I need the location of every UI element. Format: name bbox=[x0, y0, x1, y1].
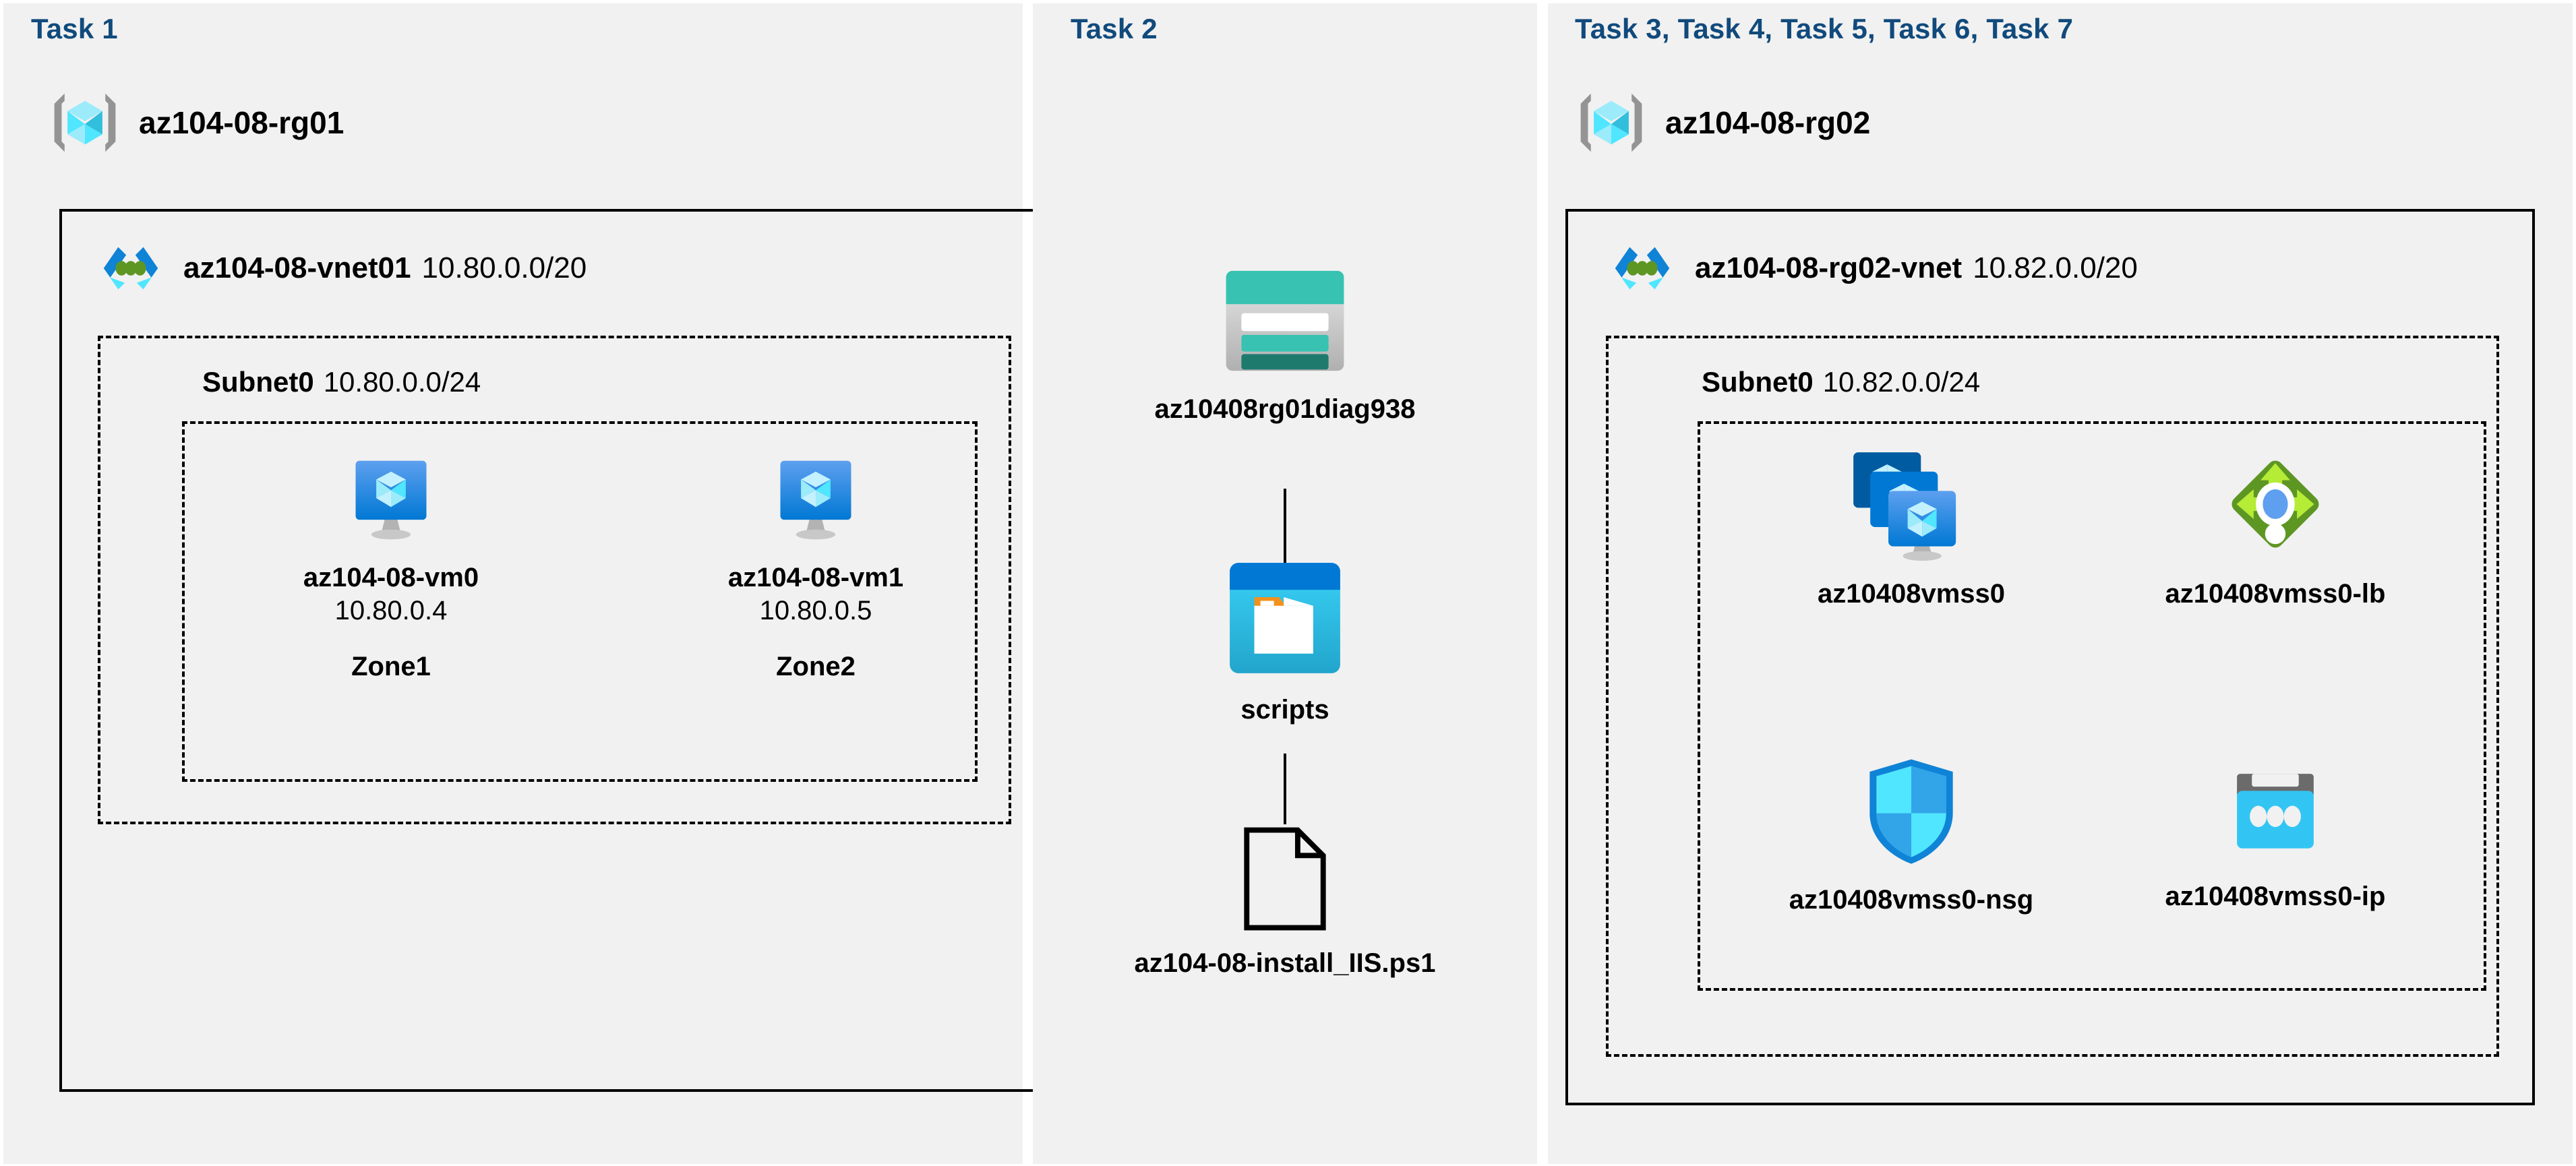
virtual-network-icon bbox=[94, 235, 167, 302]
task1-subnet-label: Subnet0 10.80.0.0/24 bbox=[202, 366, 481, 398]
task1-vm-group-box bbox=[182, 421, 978, 782]
load-balancer-icon bbox=[2218, 445, 2333, 563]
load-balancer-name: az10408vmss0-lb bbox=[2165, 579, 2386, 609]
subnet-cidr: 10.80.0.0/24 bbox=[323, 366, 481, 398]
virtual-machine-icon bbox=[341, 453, 441, 547]
storage-account-name: az10408rg01diag938 bbox=[1154, 394, 1416, 424]
blob-container-node: scripts bbox=[1150, 557, 1420, 726]
vnet-name: az104-08-rg02-vnet bbox=[1695, 251, 1963, 284]
file-name: az104-08-install_IIS.ps1 bbox=[1134, 948, 1436, 978]
task3-vnet-box bbox=[1565, 209, 2535, 1105]
subnet-name: Subnet0 bbox=[202, 366, 314, 398]
connector-storage-to-container bbox=[1284, 489, 1286, 563]
storage-account-icon bbox=[1221, 263, 1349, 379]
vm-scale-set-node: az10408vmss0 bbox=[1766, 445, 2056, 610]
resource-group-name: az104-08-rg01 bbox=[139, 105, 345, 140]
task3-vnet-header: az104-08-rg02-vnet 10.82.0.0/20 bbox=[1606, 235, 2138, 302]
subnet-name: Subnet0 bbox=[1702, 366, 1814, 398]
network-security-group-name: az10408vmss0-nsg bbox=[1789, 885, 2034, 915]
task1-label: Task 1 bbox=[31, 13, 118, 44]
network-security-group-icon bbox=[1861, 755, 1962, 869]
vm-zone: Zone1 bbox=[351, 652, 431, 682]
task3-panel bbox=[1548, 3, 2573, 1164]
subnet-cidr: 10.82.0.0/24 bbox=[1822, 366, 1981, 398]
task1-resource-group: az104-08-rg01 bbox=[49, 86, 344, 159]
network-security-group-node: az10408vmss0-nsg bbox=[1766, 755, 2056, 916]
vm-scale-set-name: az10408vmss0 bbox=[1817, 579, 2006, 609]
public-ip-address-name: az10408vmss0-ip bbox=[2165, 882, 2386, 911]
task3-label: Task 3, Task 4, Task 5, Task 6, Task 7 bbox=[1575, 13, 2074, 44]
blob-container-name: scripts bbox=[1240, 695, 1329, 725]
file-node: az104-08-install_IIS.ps1 bbox=[1135, 825, 1435, 979]
virtual-network-icon bbox=[1606, 235, 1679, 302]
vm-scale-set-icon bbox=[1849, 445, 1974, 563]
vm-zone: Zone2 bbox=[776, 652, 856, 682]
resource-group-icon bbox=[49, 86, 121, 159]
task1-panel bbox=[3, 3, 1023, 1164]
vm-name: az104-08-vm0 bbox=[303, 563, 479, 592]
vm-name: az104-08-vm1 bbox=[727, 563, 904, 592]
vm-node-0: az104-08-vm0 10.80.0.4 Zone1 bbox=[283, 453, 499, 682]
task1-vnet-header: az104-08-vnet01 10.80.0.0/20 bbox=[94, 235, 587, 302]
resource-group-name: az104-08-rg02 bbox=[1665, 105, 1871, 140]
task3-resource-group: az104-08-rg02 bbox=[1575, 86, 1870, 159]
task3-subnet-box bbox=[1606, 336, 2499, 1057]
vnet-cidr: 10.82.0.0/20 bbox=[1973, 251, 2138, 284]
task3-resources-box bbox=[1698, 421, 2486, 991]
storage-account-node: az10408rg01diag938 bbox=[1150, 263, 1420, 425]
resource-group-icon bbox=[1575, 86, 1648, 159]
vm-node-1: az104-08-vm1 10.80.0.5 Zone2 bbox=[708, 453, 924, 682]
vm-ip: 10.80.0.4 bbox=[334, 596, 448, 626]
public-ip-address-icon bbox=[2222, 758, 2329, 866]
load-balancer-node: az10408vmss0-lb bbox=[2130, 445, 2420, 610]
virtual-machine-icon bbox=[766, 453, 866, 547]
connector-container-to-file bbox=[1284, 754, 1286, 824]
file-icon bbox=[1242, 825, 1327, 933]
task2-label: Task 2 bbox=[1071, 13, 1158, 44]
blob-container-icon bbox=[1224, 557, 1346, 679]
vnet-cidr: 10.80.0.0/20 bbox=[421, 251, 587, 284]
public-ip-address-node: az10408vmss0-ip bbox=[2130, 758, 2420, 913]
task1-subnet-box bbox=[98, 336, 1011, 824]
vm-ip: 10.80.0.5 bbox=[759, 596, 872, 626]
vnet-name: az104-08-vnet01 bbox=[183, 251, 411, 284]
